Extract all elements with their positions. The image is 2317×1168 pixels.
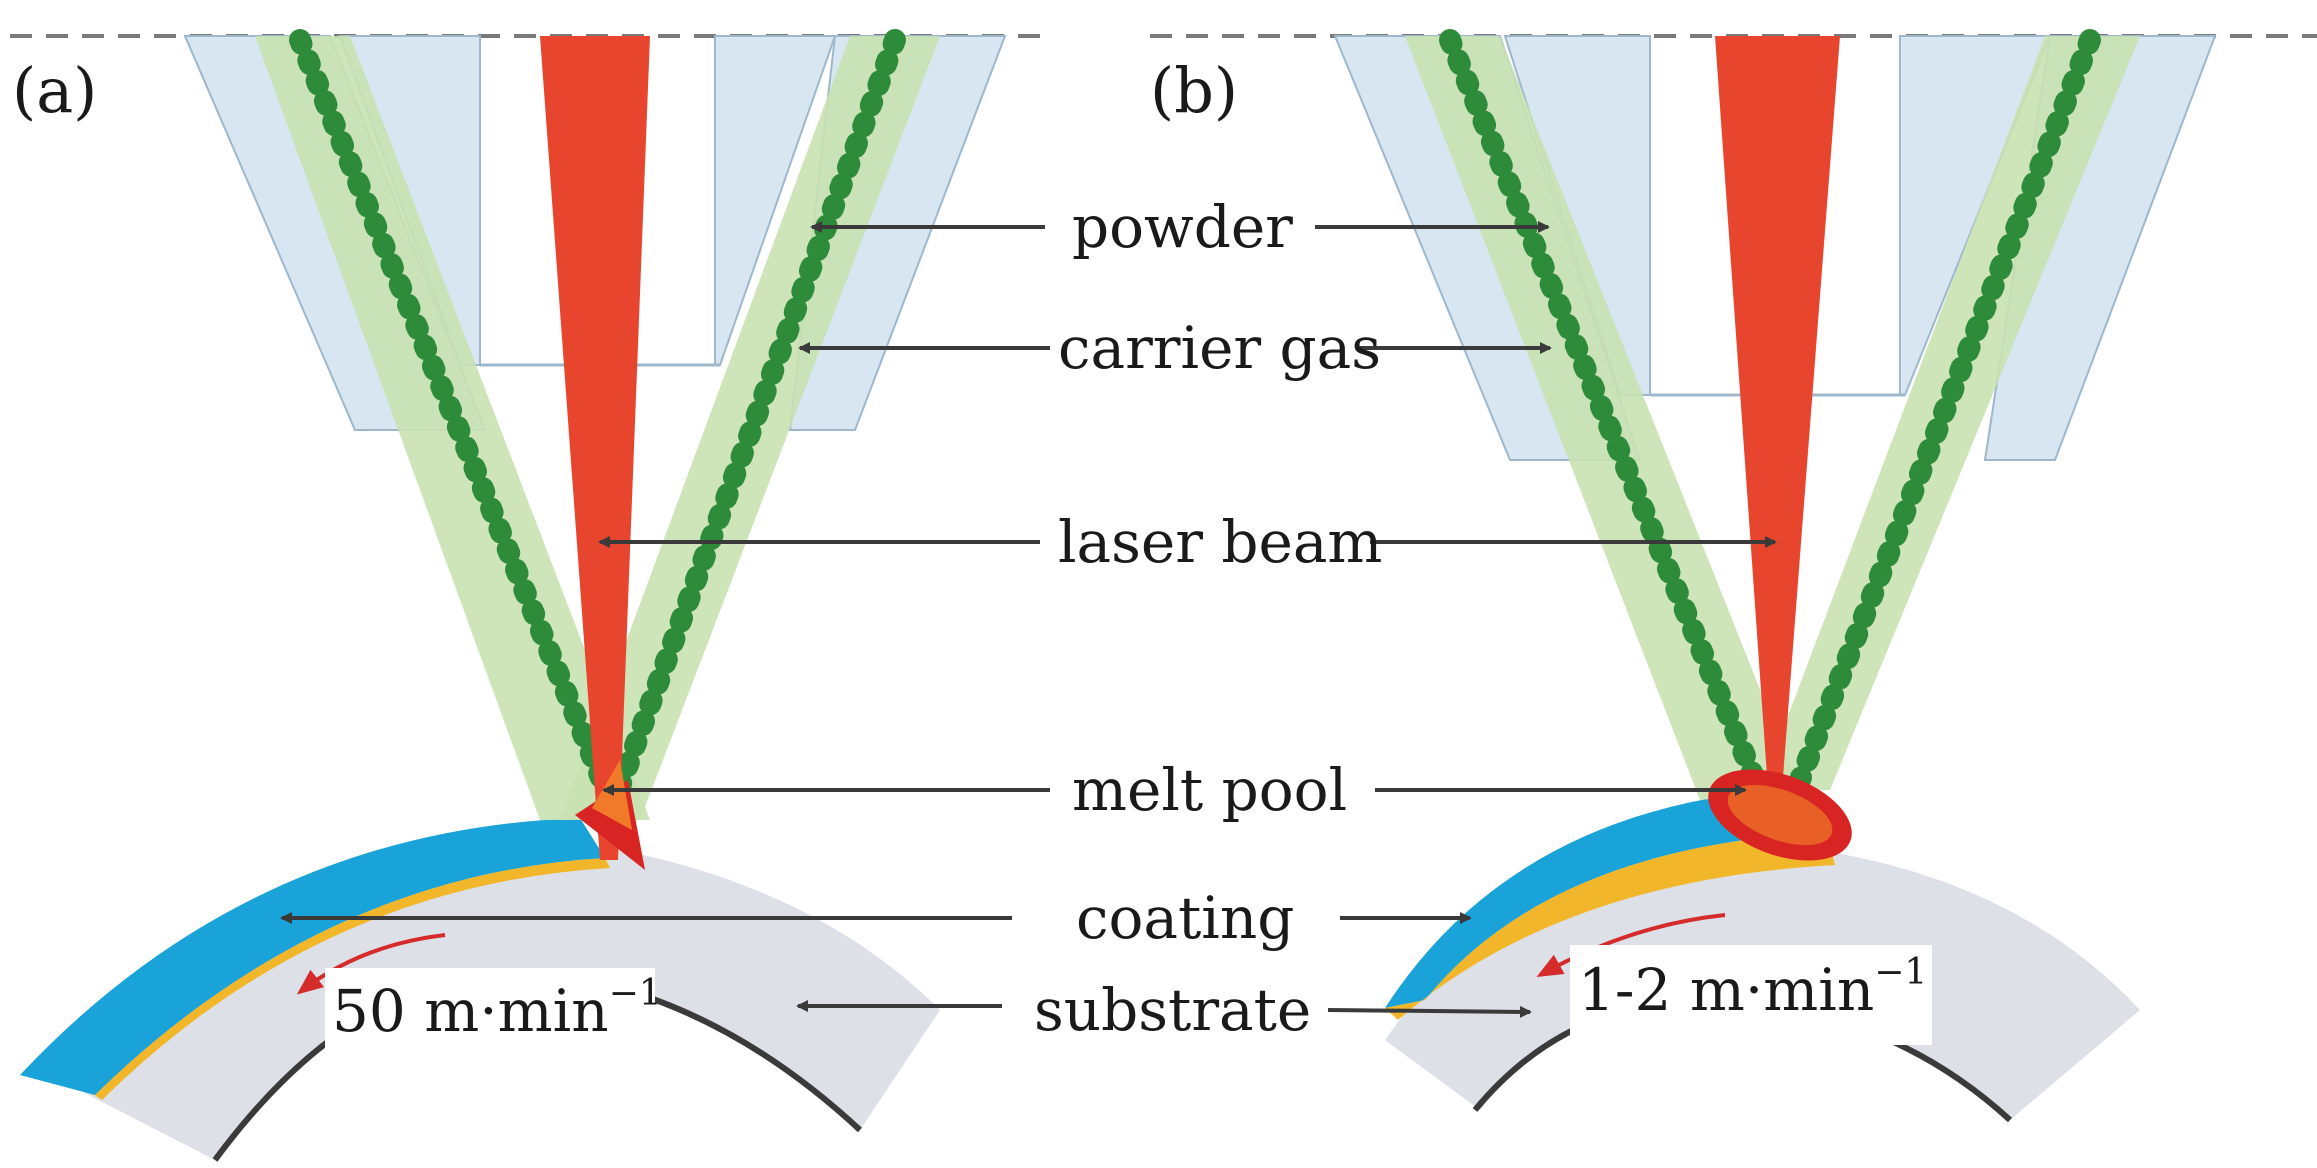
callouts: powder carrier gas laser beam melt pool … xyxy=(280,193,1777,1044)
substrate-arrow-right xyxy=(1327,1005,1532,1018)
panel-b: 1-2 m·min−1 (b) xyxy=(1150,29,2317,1123)
powder-stream-left-b xyxy=(1439,29,1766,791)
melt-pool-core-b xyxy=(1727,784,1833,846)
panel-label-a: (a) xyxy=(12,54,97,127)
panel-label-b: (b) xyxy=(1150,54,1238,127)
speed-label-a: 50 m·min−1 xyxy=(332,973,662,1045)
speed-label-bg-a xyxy=(325,968,655,1068)
speed-label-bg-b xyxy=(1570,945,1932,1045)
coating-layer-a xyxy=(20,818,605,1095)
powder-stream-right-b xyxy=(1789,29,2101,791)
rotation-arrow-a xyxy=(296,933,446,995)
label-laser-beam: laser beam xyxy=(1058,508,1382,576)
laser-beam-b xyxy=(1715,36,1840,790)
label-substrate: substrate xyxy=(1034,976,1311,1044)
label-melt-pool: melt pool xyxy=(1072,756,1347,824)
rotation-arrow-b xyxy=(1536,913,1726,977)
powder-stream-right-a xyxy=(604,29,906,811)
label-powder: powder xyxy=(1072,193,1293,261)
powder-stream-left-a xyxy=(289,29,621,811)
label-coating: coating xyxy=(1076,884,1294,952)
laser-beam-a xyxy=(540,36,650,860)
melt-pool-a xyxy=(575,780,645,870)
speed-label-b: 1-2 m·min−1 xyxy=(1578,952,1927,1024)
label-carrier-gas: carrier gas xyxy=(1058,314,1381,382)
coating-layer-b xyxy=(1385,795,1745,1008)
panel-a: 50 m·min−1 (a) xyxy=(10,29,1050,1162)
